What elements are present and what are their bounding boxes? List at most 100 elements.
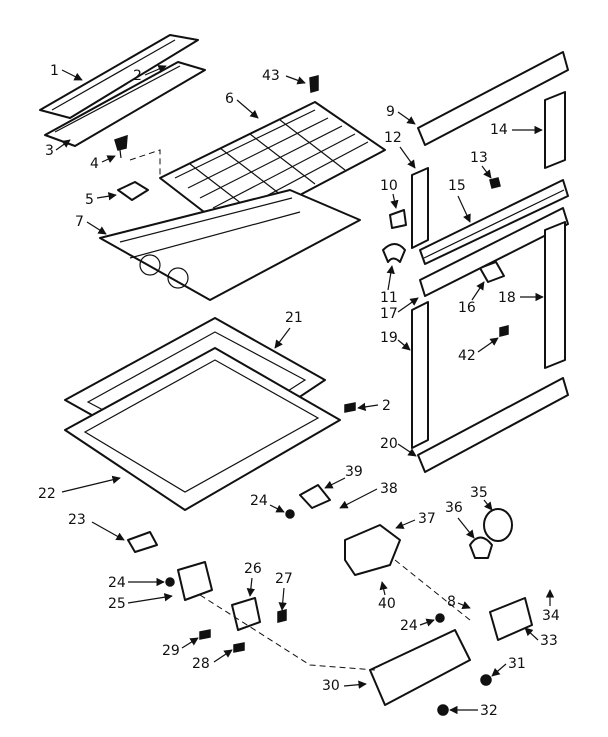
callout-9: 9 [386,104,416,125]
part-bracket-23 [127,531,158,553]
svg-text:25: 25 [108,596,126,612]
svg-text:28: 28 [192,656,210,672]
svg-text:24: 24 [400,618,418,634]
callout-24a: 24 [250,493,295,519]
svg-text:20: 20 [380,436,398,452]
svg-text:21: 21 [285,310,303,326]
callout-32: 32 [437,703,498,719]
svg-text:35: 35 [470,485,488,501]
part-strip-20 [417,377,569,473]
svg-text:43: 43 [262,68,280,84]
part-pin-27 [277,609,287,623]
part-knob-39 [299,484,331,509]
part-clip-10 [389,209,407,229]
part-bulb-35 [483,508,513,542]
callout-30: 30 [322,678,367,694]
callout-14: 14 [490,122,543,138]
svg-text:9: 9 [386,104,395,120]
callout-20: 20 [380,436,417,457]
callout-15: 15 [448,178,471,223]
callout-38: 38 [339,481,398,509]
svg-text:26: 26 [244,561,262,577]
callout-28: 28 [192,642,245,672]
svg-text:5: 5 [85,192,94,208]
svg-text:33: 33 [540,633,558,649]
part-post-14 [544,91,566,169]
svg-text:6: 6 [225,91,234,107]
svg-text:24: 24 [108,575,126,591]
callout-16: 16 [458,281,485,316]
callout-7: 7 [75,214,107,235]
callout-24b: 24 [108,575,175,591]
callout-5: 5 [85,192,117,208]
svg-text:34: 34 [542,608,560,624]
part-screw-32 [437,704,449,716]
svg-text:29: 29 [162,643,180,659]
svg-text:38: 38 [380,481,398,497]
callout-12: 12 [384,130,416,169]
svg-text:23: 23 [68,512,86,528]
part-frame-22 [64,347,341,511]
svg-text:42: 42 [458,348,476,364]
part-screw-4 [114,134,128,159]
callout-34: 34 [542,589,560,624]
svg-text:19: 19 [380,330,398,346]
callout-17: 17 [380,297,419,322]
callout-2b: 2 [344,398,391,414]
part-post-12 [411,167,429,249]
svg-text:3: 3 [45,143,54,159]
part-clip-5 [117,181,149,201]
callout-25: 25 [108,593,173,612]
callout-27: 27 [275,571,293,623]
part-screw-13 [489,177,501,189]
part-screw-42 [499,325,509,337]
part-post-19 [411,301,429,449]
callout-39: 39 [324,464,363,489]
part-screw-2b [344,402,356,413]
callout-31: 31 [480,656,526,686]
svg-text:10: 10 [380,178,398,194]
callout-23: 23 [68,512,125,541]
svg-text:15: 15 [448,178,466,194]
part-top-trim-1 [39,34,199,119]
svg-text:2: 2 [133,68,142,84]
callout-35: 35 [470,485,493,511]
callout-33: 33 [524,627,558,649]
part-socket-36 [469,536,493,559]
svg-text:13: 13 [470,150,488,166]
callout-40: 40 [378,581,396,612]
svg-text:39: 39 [345,464,363,480]
callout-24c: 24 [400,613,445,634]
svg-text:40: 40 [378,596,396,612]
part-nut-31 [480,674,492,686]
part-strip-15 [419,179,569,265]
svg-text:31: 31 [508,656,526,672]
dashed-assembly-line-right [394,559,471,621]
callout-43: 43 [262,68,319,93]
svg-text:37: 37 [418,511,436,527]
part-pin-28 [233,642,245,653]
dashed-assembly-line-upper [129,149,161,175]
svg-text:27: 27 [275,571,293,587]
callout-3: 3 [45,139,71,159]
part-housing-37 [344,524,401,576]
callout-21: 21 [274,310,303,349]
part-strip-9 [417,51,569,146]
callout-2: 2 [133,65,167,84]
svg-text:17: 17 [380,306,398,322]
callout-36: 36 [445,500,475,539]
callout-29: 29 [162,629,211,659]
svg-text:24: 24 [250,493,268,509]
svg-text:7: 7 [75,214,84,230]
part-nut-24b [165,577,175,587]
svg-text:4: 4 [90,156,99,172]
part-strip-17 [419,207,569,297]
part-control-panel-30 [369,629,471,706]
part-post-18 [544,221,566,369]
svg-text:2: 2 [382,398,391,414]
callout-26: 26 [244,561,262,597]
part-switch-25 [177,561,213,601]
callout-37: 37 [395,511,436,529]
callout-10: 10 [380,178,399,209]
